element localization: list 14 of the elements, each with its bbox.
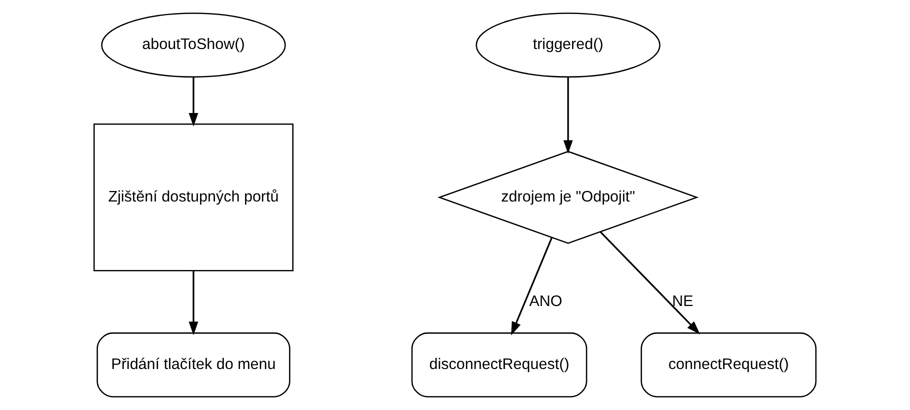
node-ellipse: aboutToShow(): [101, 12, 286, 78]
arrow: [188, 77, 198, 127]
arrow: [511, 237, 553, 336]
edge-label: NE: [672, 292, 694, 310]
node-ellipse: triggered(): [476, 12, 660, 78]
node-box: Přidání tlačítek do menu: [96, 332, 290, 398]
arrow: [600, 231, 700, 334]
node-box: Zjištění dostupných portů: [93, 123, 294, 272]
edge-label: ANO: [529, 292, 562, 310]
node-diamond: zdrojem je "Odpojit": [438, 150, 699, 244]
node-box: disconnectRequest(): [411, 332, 588, 398]
arrow: [563, 77, 573, 154]
arrow: [188, 271, 198, 336]
node-box: connectRequest(): [640, 332, 817, 398]
